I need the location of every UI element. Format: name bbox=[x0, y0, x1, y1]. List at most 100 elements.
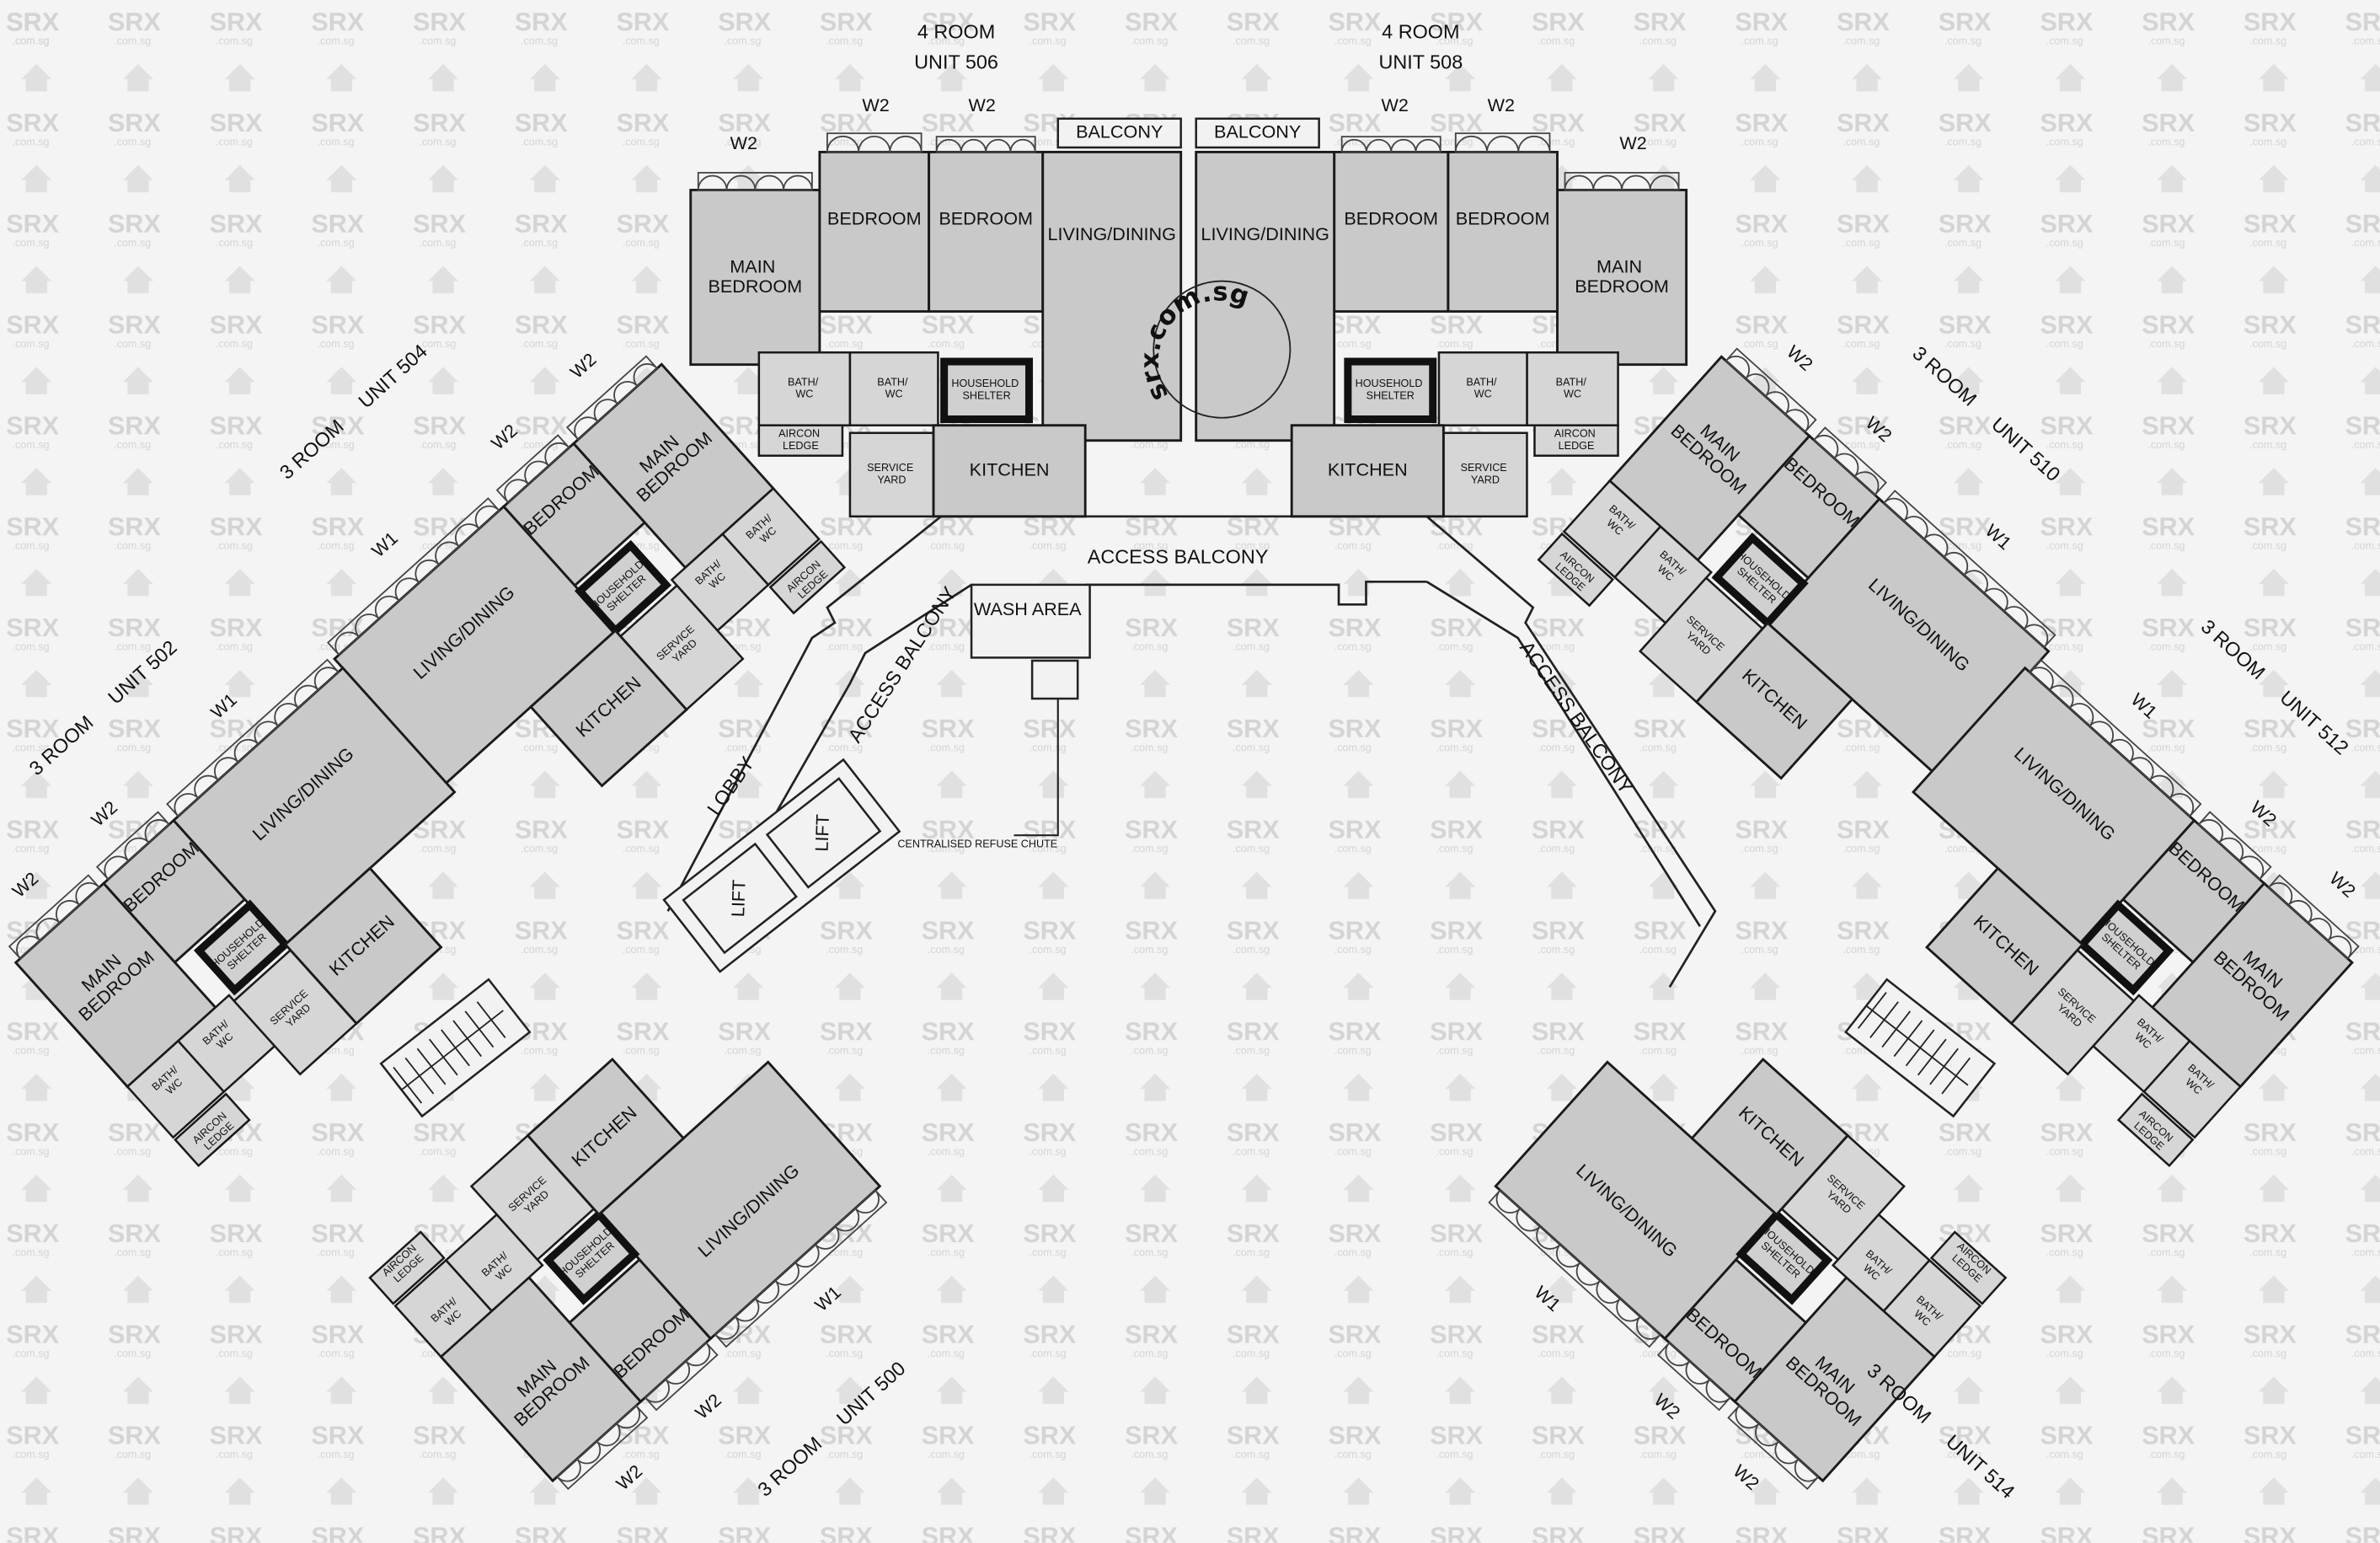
window-swing bbox=[124, 837, 150, 862]
living-label: LIVING/DINING bbox=[1201, 223, 1329, 244]
shelter-room bbox=[1344, 357, 1437, 424]
window-swing bbox=[2169, 793, 2195, 817]
window-swing bbox=[1009, 138, 1036, 153]
window-swing bbox=[697, 174, 728, 190]
window-frame bbox=[1454, 132, 1551, 153]
kitchen-room bbox=[932, 424, 1087, 518]
window-swing bbox=[1486, 136, 1520, 153]
living-room bbox=[1041, 150, 1183, 442]
window-frame bbox=[495, 434, 570, 504]
window-swing bbox=[2268, 881, 2293, 906]
bedroom-1-label: BEDROOM bbox=[827, 207, 922, 228]
service-yard-room bbox=[848, 431, 935, 518]
window-swing bbox=[313, 667, 340, 691]
window-swing bbox=[1794, 1458, 1819, 1482]
bedroom-1-room bbox=[818, 150, 931, 313]
window-swing bbox=[1883, 497, 1908, 522]
aircon-room bbox=[368, 1230, 446, 1305]
kitchen-label: KITCHEN bbox=[970, 458, 1050, 480]
aircon-room bbox=[2116, 1092, 2195, 1168]
window-swing bbox=[1415, 138, 1441, 153]
window-swing bbox=[454, 523, 480, 548]
balcony-room bbox=[1056, 117, 1182, 149]
window-swing bbox=[644, 1379, 670, 1403]
watermark-brand: SRX bbox=[6, 8, 60, 36]
window-swing bbox=[1665, 1342, 1691, 1367]
window-swing bbox=[985, 138, 1012, 153]
window-swing bbox=[2109, 738, 2134, 763]
window-swing bbox=[1516, 1208, 1541, 1232]
window-frame bbox=[8, 874, 101, 960]
shelter-room bbox=[543, 1208, 640, 1305]
window-swing bbox=[1649, 174, 1680, 190]
window-type-label: W2 bbox=[730, 132, 757, 153]
window-frame bbox=[1564, 172, 1680, 191]
bedroom-2-label: BEDROOM bbox=[1344, 207, 1438, 228]
window-swing bbox=[2148, 774, 2174, 799]
window-swing bbox=[734, 1298, 760, 1322]
shelter-room bbox=[940, 357, 1034, 424]
window-swing bbox=[1774, 1440, 1800, 1465]
window-swing bbox=[1943, 551, 1969, 576]
kitchen-room bbox=[1290, 424, 1445, 518]
window-swing bbox=[524, 460, 550, 485]
bedroom-1-label: BEDROOM bbox=[1456, 207, 1550, 228]
balcony-room bbox=[1195, 117, 1320, 149]
aircon-room bbox=[1537, 532, 1615, 608]
window-frame bbox=[1340, 136, 1441, 153]
window-frame bbox=[644, 1341, 719, 1412]
refuse-chute bbox=[1030, 659, 1079, 700]
window-swing bbox=[2129, 757, 2154, 781]
main-bedroom-label: MAIN BEDROOM bbox=[1575, 255, 1669, 296]
window-swing bbox=[1853, 471, 1880, 496]
bath-2-room bbox=[1437, 351, 1528, 426]
bedroom-1-room bbox=[1447, 150, 1559, 313]
kitchen-room bbox=[1690, 1057, 1850, 1217]
balcony-label: BALCONY bbox=[1076, 121, 1163, 142]
bath-2-label: BATH/ WC bbox=[877, 377, 911, 400]
window-swing bbox=[2287, 900, 2313, 924]
watermark-domain: .com.sg bbox=[12, 35, 49, 47]
bath-1-room bbox=[757, 351, 852, 426]
kitchen-room bbox=[526, 1057, 686, 1217]
window-swing bbox=[1495, 1189, 1522, 1214]
service-yard-label: SERVICE YARD bbox=[867, 462, 917, 485]
lift-1-label: LIFT bbox=[727, 879, 750, 917]
unit-508: MAIN BEDROOM BEDROOM BEDROOM LIVING/DINING B… bbox=[1195, 20, 1688, 518]
window-frame bbox=[826, 132, 923, 153]
window-swing bbox=[1390, 138, 1417, 153]
window-swing bbox=[1784, 409, 1810, 433]
window-swing bbox=[613, 381, 639, 405]
shelter-label: HOUSEHOLD SHELTER bbox=[951, 378, 1021, 401]
shelter-room bbox=[2077, 899, 2174, 996]
window-swing bbox=[783, 174, 813, 190]
access-balcony-top-label: ACCESS BALCONY bbox=[1088, 546, 1269, 568]
window-swing bbox=[1366, 138, 1393, 153]
staircase-left bbox=[379, 978, 532, 1118]
window-frame bbox=[95, 811, 171, 881]
aircon-room bbox=[1533, 424, 1619, 458]
window-swing bbox=[1592, 174, 1623, 190]
shelter-room bbox=[193, 899, 291, 996]
window-swing bbox=[960, 138, 987, 153]
window-swing bbox=[935, 138, 962, 153]
window-swing bbox=[774, 1262, 800, 1286]
bath-1-label: BATH/ WC bbox=[788, 377, 821, 400]
units: MAIN BEDROOM BEDROOM BEDROOM LIVING/DINING B… bbox=[8, 20, 2360, 1503]
window-swing bbox=[75, 881, 100, 906]
balcony-label: BALCONY bbox=[1214, 121, 1301, 142]
unit-number-label: UNIT 508 bbox=[1378, 51, 1463, 72]
lift-2-label: LIFT bbox=[810, 814, 833, 852]
window-frame bbox=[935, 136, 1036, 153]
window-swing bbox=[596, 1422, 621, 1447]
window-swing bbox=[2308, 918, 2332, 941]
window-swing bbox=[2049, 684, 2074, 709]
service-yard-room bbox=[1442, 431, 1528, 518]
refuse-chute-label: CENTRALISED REFUSE CHUTE bbox=[897, 838, 1057, 849]
window-swing bbox=[1596, 1279, 1621, 1304]
window-swing bbox=[834, 1208, 860, 1232]
window-frame bbox=[1812, 426, 1887, 496]
window-frame bbox=[714, 1189, 888, 1348]
